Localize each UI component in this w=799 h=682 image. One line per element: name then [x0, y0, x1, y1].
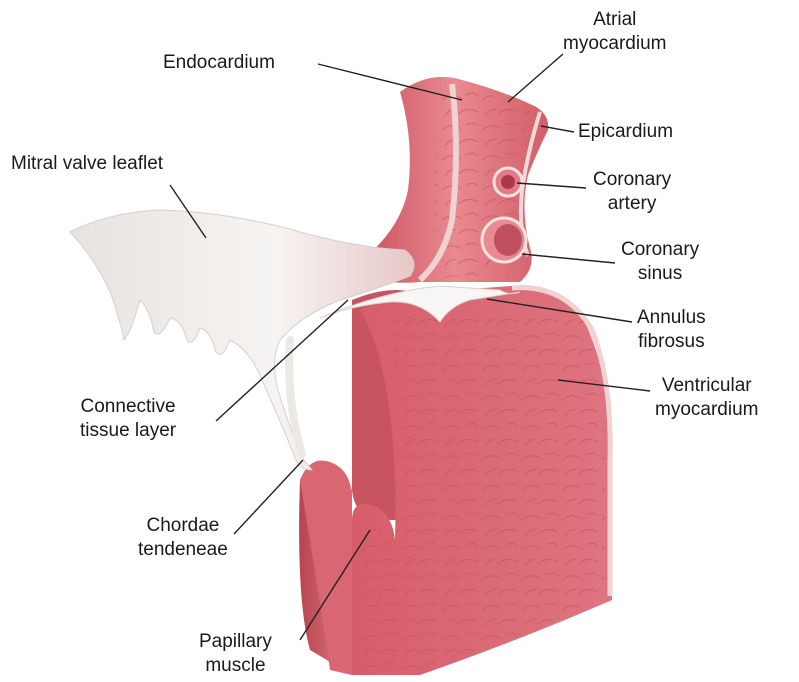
label-coronary-sinus: Coronary sinus	[621, 238, 699, 286]
coronary-sinus-lumen	[494, 224, 522, 256]
label-connective-tissue-layer: Connective tissue layer	[80, 395, 176, 443]
leader-coronary-sinus	[522, 254, 615, 263]
label-coronary-artery: Coronary artery	[593, 168, 671, 216]
label-ventricular-myocardium: Ventricular myocardium	[655, 374, 758, 422]
label-papillary-muscle: Papillary muscle	[199, 630, 272, 678]
label-atrial-myocardium: Atrial myocardium	[563, 8, 666, 56]
label-annulus-fibrosus: Annulus fibrosus	[637, 306, 706, 354]
label-mitral-valve-leaflet: Mitral valve leaflet	[11, 152, 163, 176]
leader-chordae-tendeneae	[234, 460, 303, 534]
label-chordae-tendeneae: Chordae tendeneae	[138, 514, 228, 562]
label-endocardium: Endocardium	[163, 51, 275, 75]
leader-atrial-myocardium	[508, 54, 563, 102]
coronary-artery-lumen	[501, 175, 515, 189]
label-epicardium: Epicardium	[578, 120, 673, 144]
leader-coronary-artery	[517, 183, 586, 188]
